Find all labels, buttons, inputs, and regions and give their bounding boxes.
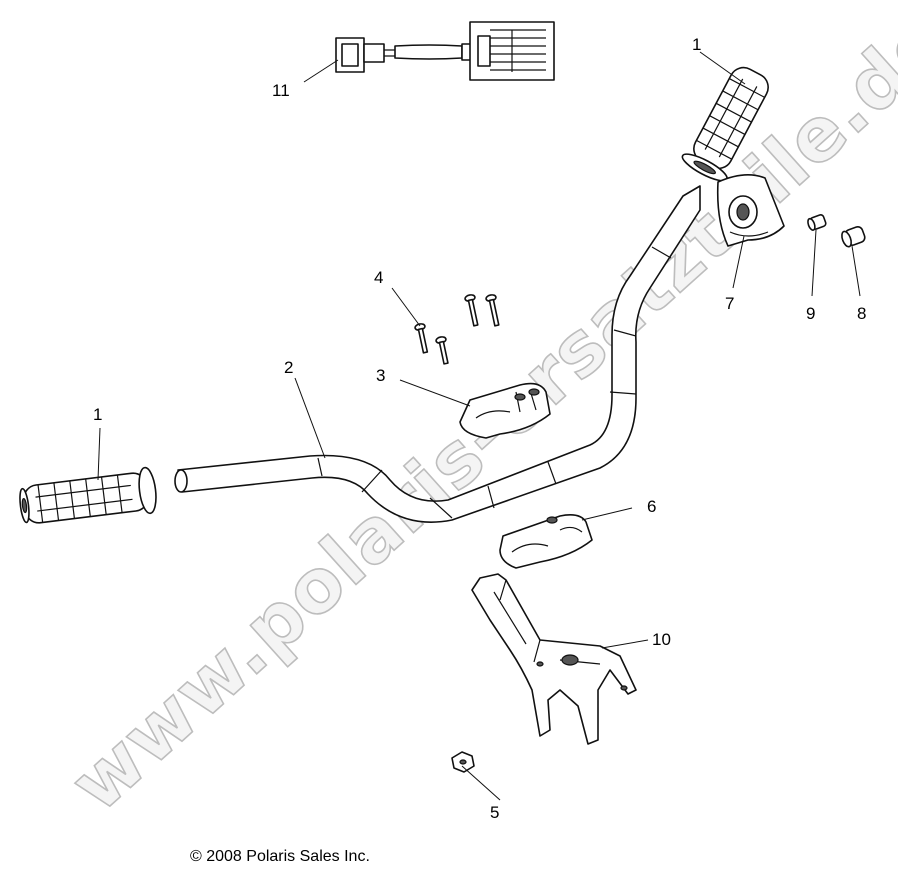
part-6-lower-clamp	[499, 514, 593, 569]
callout-4: 4	[374, 268, 383, 287]
callout-10: 10	[652, 630, 671, 649]
callout-5: 5	[490, 803, 499, 822]
part-2-handlebar	[174, 185, 701, 523]
callout-2: 2	[284, 358, 293, 377]
callout-3: 3	[376, 366, 385, 385]
part-8-end-cap	[841, 226, 866, 248]
callout-9: 9	[806, 304, 815, 323]
callout-6: 6	[647, 497, 656, 516]
callout-1-right: 1	[692, 35, 701, 54]
part-9-plug	[807, 214, 827, 231]
part-3-upper-clamp	[459, 382, 551, 439]
callout-7: 7	[725, 294, 734, 313]
callout-8: 8	[857, 304, 866, 323]
callout-labels: 1 1 2 3 4 5 6 7 8 9 10 11	[93, 35, 866, 822]
callout-1-left: 1	[93, 405, 102, 424]
part-5-nut	[451, 751, 475, 773]
part-10-bracket	[471, 573, 637, 745]
leader-lines	[97, 51, 861, 801]
part-7-switch-housing	[716, 174, 785, 247]
part-1-left-grip	[19, 466, 157, 524]
copyright-notice: © 2008 Polaris Sales Inc.	[190, 848, 370, 865]
part-11-wire-harness	[335, 21, 555, 81]
part-4-bolts	[414, 294, 500, 365]
callout-11: 11	[272, 81, 290, 100]
